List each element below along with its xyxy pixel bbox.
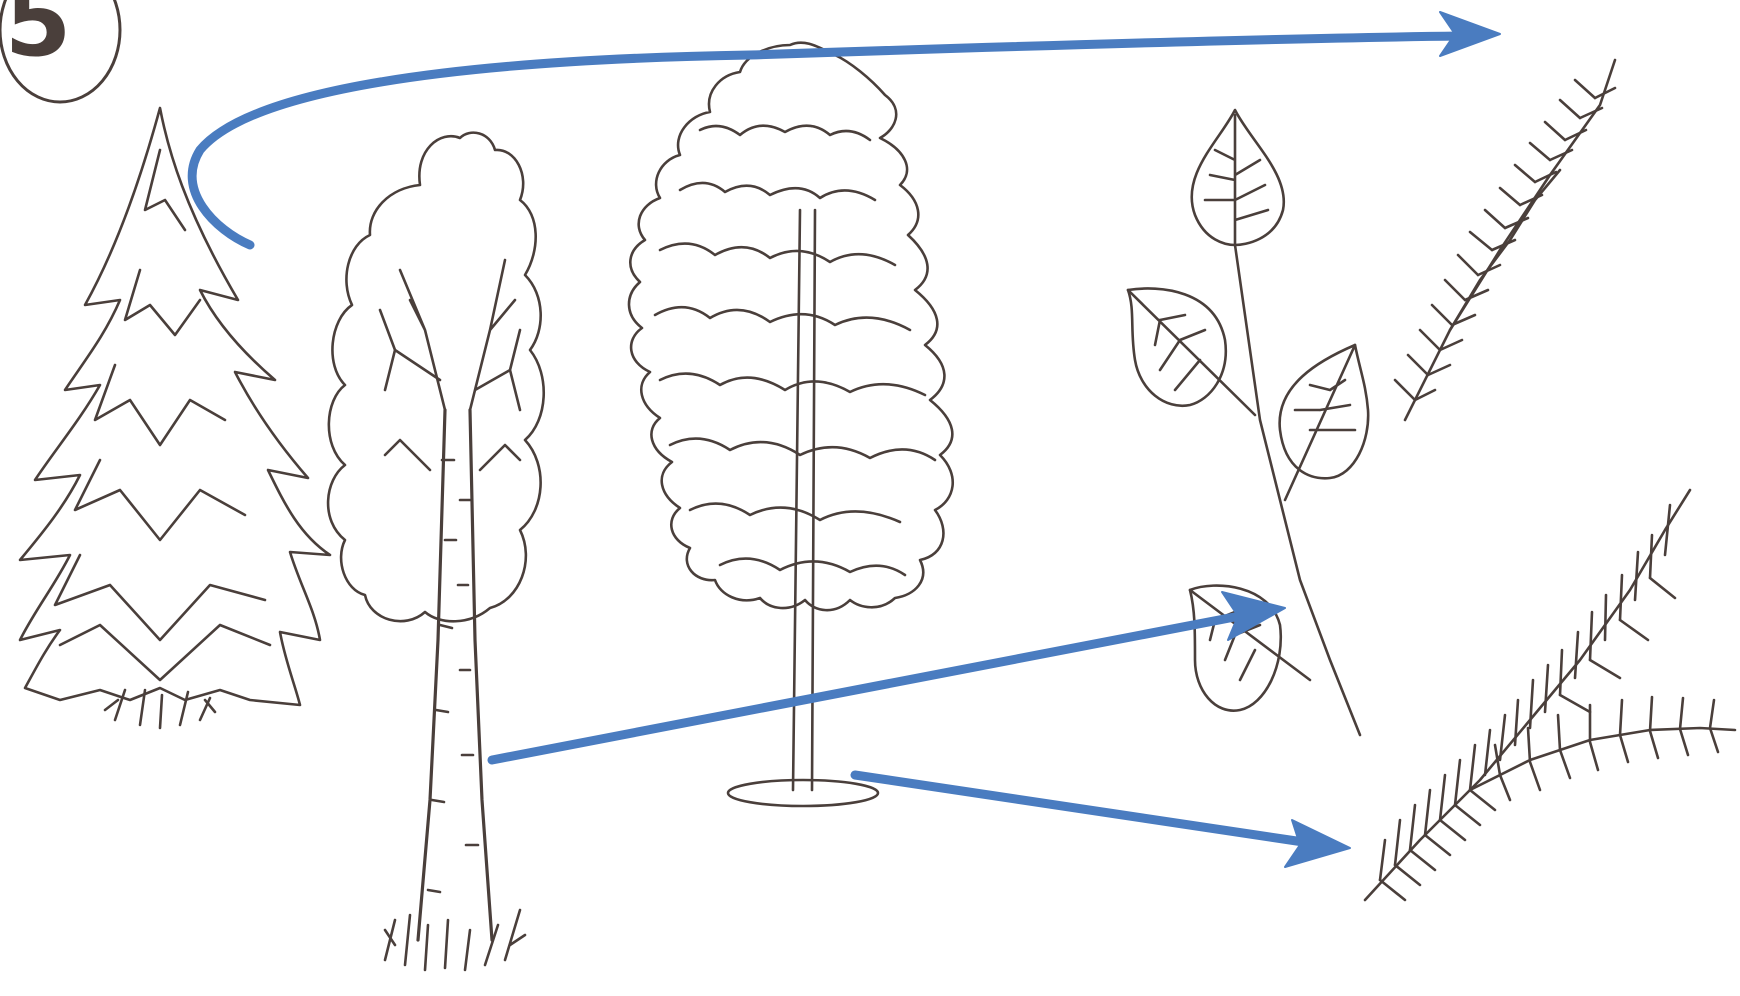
spruce-branch (1395, 60, 1615, 420)
birch-branch (1128, 110, 1368, 735)
arrow-pine-to-pine-branch (855, 775, 1350, 867)
arrow-birch-to-birch-branch (492, 592, 1285, 760)
task-number-badge: 5 (0, 0, 120, 102)
spruce-tree (20, 108, 330, 728)
arrow-spruce-to-spruce-branch (192, 12, 1500, 245)
birch-tree (328, 133, 544, 970)
pine-branch (1365, 490, 1735, 900)
task-number: 5 (5, 0, 72, 78)
pine-tree (629, 43, 953, 806)
